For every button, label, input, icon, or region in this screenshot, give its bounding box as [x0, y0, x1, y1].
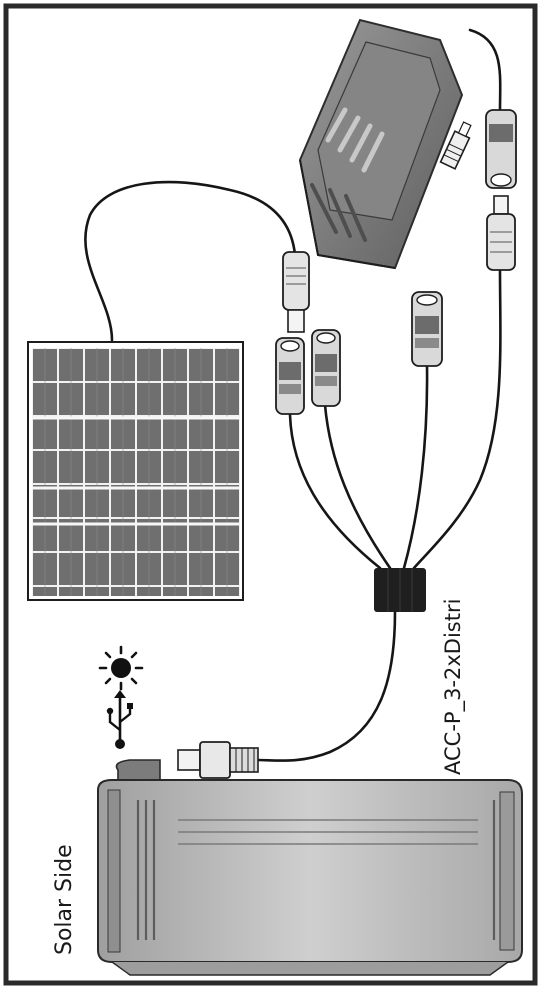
battery-cable [256, 610, 397, 762]
sun-icon [98, 645, 144, 691]
charger-male-connector [486, 195, 516, 271]
branch-cable-2 [323, 403, 392, 570]
branch-connector-2 [311, 329, 341, 407]
charger-female-connector [485, 109, 517, 189]
branch-connector-3 [411, 291, 443, 367]
cables [84, 28, 502, 762]
splitter-block [374, 568, 426, 612]
battery-box [97, 759, 523, 976]
charger-barrel-plug [439, 121, 472, 170]
battery-barrel-plug [177, 741, 259, 779]
panel-connector [282, 251, 310, 333]
charger-cable-upper [468, 28, 502, 112]
usb-icon [106, 690, 133, 749]
solar-panel [27, 341, 244, 601]
side-label: Solar Side [52, 844, 77, 955]
branch-cable-3 [402, 363, 429, 570]
panel-cable [84, 180, 297, 342]
charger-cable-lower [412, 268, 502, 570]
branch-cable-1 [288, 413, 382, 570]
splitter-label: ACC-P_3-2xDistri [441, 599, 466, 775]
battery-charger [298, 18, 464, 270]
branch-connector-1 [275, 337, 305, 415]
